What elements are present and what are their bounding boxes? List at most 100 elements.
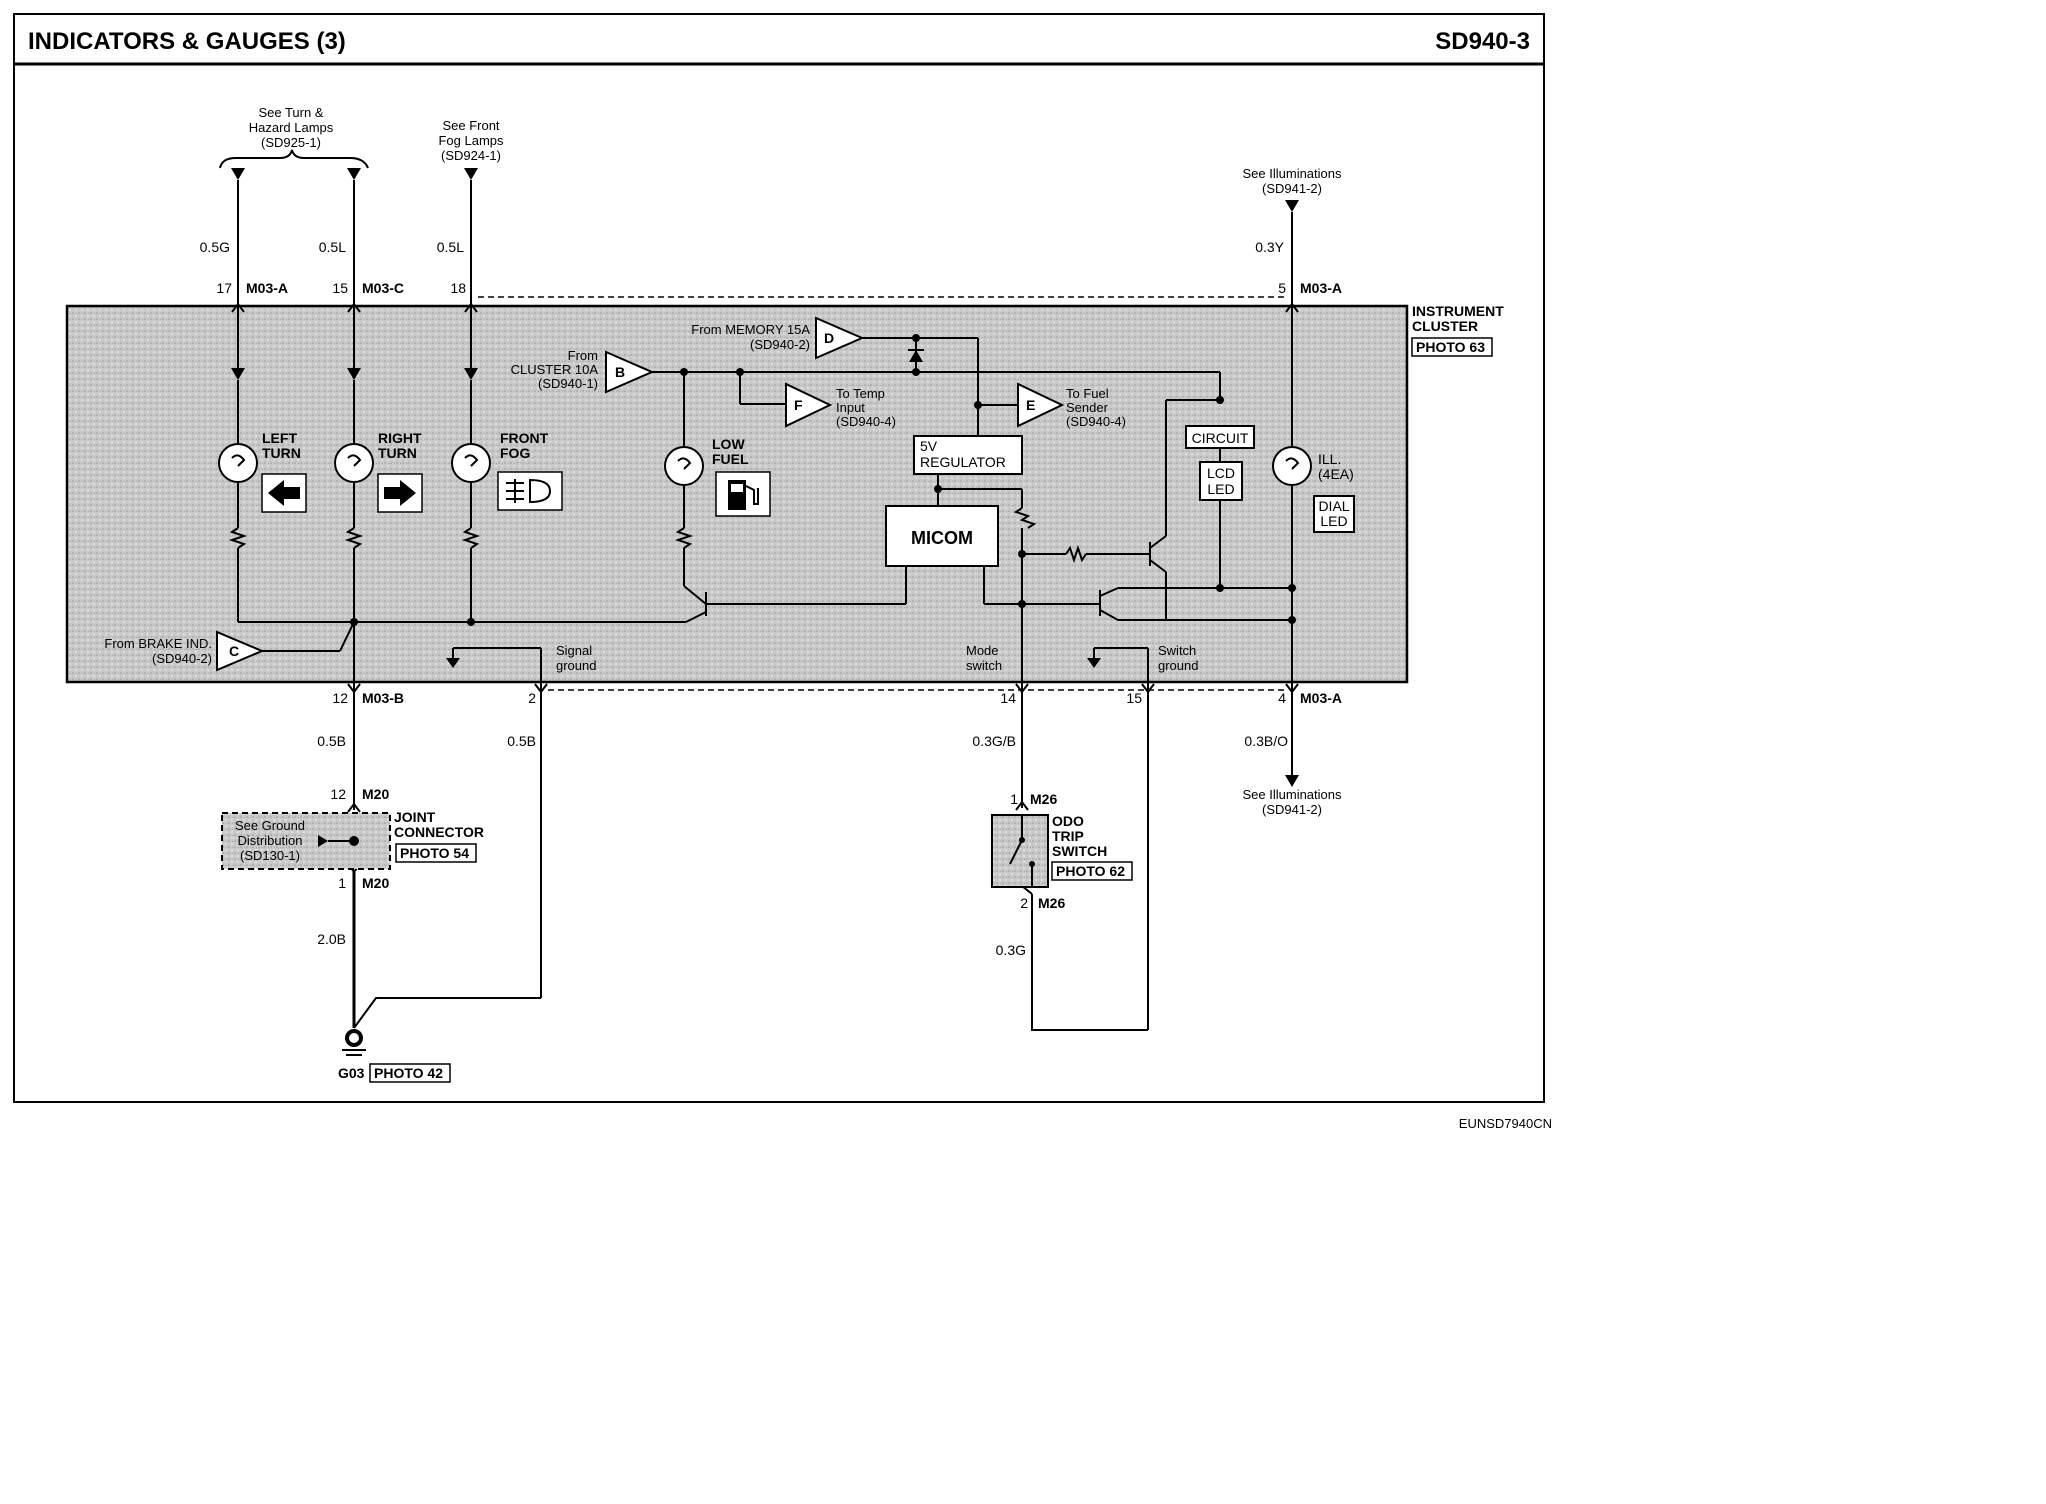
pin-2: 2 <box>528 690 536 706</box>
pin-12: 12 <box>332 690 348 706</box>
label-front-fog-2: FOG <box>500 445 530 461</box>
ref-ground-dist-1: See Ground <box>235 818 305 833</box>
dial-led-label-2: LED <box>1320 513 1347 529</box>
label-front-fog-1: FRONT <box>500 430 549 446</box>
micom-label: MICOM <box>911 528 973 548</box>
ref-front-fog-1: See Front <box>442 118 499 133</box>
output-e-triangle <box>1017 382 1065 428</box>
wire-color-w7: 2.0B <box>317 931 346 947</box>
wire-color-w9: 0.3G <box>996 942 1026 958</box>
joint-label-1: JOINT <box>394 809 436 825</box>
lcd-led-label-2: LED <box>1207 481 1234 497</box>
page-code: SD940-3 <box>1435 28 1530 55</box>
wiring-diagram: INDICATORS & GAUGES (3) SD940-3 EUNSD794… <box>13 13 1552 1131</box>
ref-temp-2: Input <box>836 400 865 415</box>
output-f-label: F <box>794 397 803 413</box>
label-ill-1: ILL. <box>1318 451 1341 467</box>
conn-m03b: M03-B <box>362 690 404 706</box>
ref-memory-2: (SD940-2) <box>750 337 810 352</box>
ill-lamp-icon <box>1272 446 1312 486</box>
transistor-upper <box>1149 399 1220 620</box>
pin-17: 17 <box>216 280 232 296</box>
signal-ground-label-2: ground <box>556 658 596 673</box>
input-d-triangle <box>815 316 865 360</box>
brake-wire-up <box>339 621 355 652</box>
pin-5: 5 <box>1278 280 1286 296</box>
wire-color-w10: 0.3B/O <box>1244 733 1288 749</box>
ref-temp-3: (SD940-4) <box>836 414 896 429</box>
conn-m03c: M03-C <box>362 280 404 296</box>
conn-m20-bottom: M20 <box>362 875 389 891</box>
turn-hazard-brace <box>219 149 369 169</box>
odo-label-2: TRIP <box>1052 828 1084 844</box>
front-fog-circuit <box>451 306 491 622</box>
lcd-led-block <box>1199 461 1243 501</box>
boundary-marks <box>231 302 1299 694</box>
ref-cluster10a-2: CLUSTER 10A <box>511 362 599 377</box>
pin-m20-top: 12 <box>330 786 346 802</box>
page-title: INDICATORS & GAUGES (3) <box>28 28 346 55</box>
circuit-label: CIRCUIT <box>1192 430 1249 446</box>
cluster-name-line1: INSTRUMENT <box>1412 303 1504 319</box>
right-turn-lamp-icon <box>334 443 374 483</box>
node-1220-top <box>1216 396 1224 404</box>
joint-label-2: CONNECTOR <box>394 824 484 840</box>
input-b-label: B <box>615 364 625 380</box>
ref-memory-1: From MEMORY 15A <box>691 322 810 337</box>
fuel-pump-icon <box>728 480 759 510</box>
input-c-label: C <box>229 643 239 659</box>
left-arrow-icon <box>268 480 300 506</box>
wire-right-turn-top <box>347 168 361 306</box>
transistor-lower <box>1022 587 1292 621</box>
ground-photo-label: PHOTO 42 <box>374 1065 443 1081</box>
node-1292-a <box>1288 584 1296 592</box>
ref-illum-top-2: (SD941-2) <box>1262 181 1322 196</box>
pin-m26-bottom: 2 <box>1020 895 1028 911</box>
ref-front-fog-2: Fog Lamps <box>438 133 504 148</box>
pin-15-bottom: 15 <box>1126 690 1142 706</box>
fog-lamp-icon <box>506 478 552 504</box>
conn-m03a-top: M03-A <box>246 280 288 296</box>
wire-color-w2: 0.5L <box>319 239 346 255</box>
wire-left-turn-top <box>231 168 245 306</box>
left-turn-circuit <box>218 306 258 622</box>
ref-brake-1: From BRAKE IND. <box>104 636 212 651</box>
ref-fuel-3: (SD940-4) <box>1066 414 1126 429</box>
label-left-turn-1: LEFT <box>262 430 297 446</box>
odo-photo-label: PHOTO 62 <box>1056 863 1125 879</box>
left-turn-lamp-icon <box>218 443 258 483</box>
pin-m26-top: 1 <box>1010 791 1018 807</box>
ref-illum-bottom-2: (SD941-2) <box>1262 802 1322 817</box>
regulator-label-1: 5V <box>920 438 938 454</box>
node-978 <box>974 401 982 409</box>
cluster-photo-box <box>1411 337 1493 357</box>
wire-front-fog-top <box>464 168 478 306</box>
node-1292-b <box>1288 616 1296 624</box>
ground-photo-box <box>369 1063 451 1083</box>
ref-temp-1: To Temp <box>836 386 885 401</box>
ground-g03-icon <box>342 1029 366 1056</box>
cluster-photo-label: PHOTO 63 <box>1416 339 1485 355</box>
pin-14: 14 <box>1000 690 1016 706</box>
illum-output-wire <box>1285 682 1299 787</box>
cluster-name-line2: CLUSTER <box>1412 318 1478 334</box>
regulator-label-2: REGULATOR <box>920 454 1006 470</box>
footer-code: EUNSD7940CN <box>1459 1116 1552 1131</box>
ref-fuel-2: Sender <box>1066 400 1109 415</box>
output-f-triangle <box>785 382 833 428</box>
pin-4: 4 <box>1278 690 1286 706</box>
ground-wire-signal <box>353 682 542 1029</box>
dial-led-block <box>1313 495 1355 533</box>
switch-ground-label-1: Switch <box>1158 643 1196 658</box>
pin-18: 18 <box>450 280 466 296</box>
switch-ground-label-2: ground <box>1158 658 1198 673</box>
page-frame <box>13 13 1545 1103</box>
low-fuel-circuit <box>664 372 707 605</box>
bus-node-471 <box>467 618 475 626</box>
dial-led-label-1: DIAL <box>1318 498 1349 514</box>
ref-turn-hazard-1: See Turn & <box>258 105 323 120</box>
odo-label-1: ODO <box>1052 813 1084 829</box>
label-low-fuel-2: FUEL <box>712 451 749 467</box>
odo-photo-box <box>1051 861 1133 881</box>
wire-color-w5: 0.5B <box>317 733 346 749</box>
